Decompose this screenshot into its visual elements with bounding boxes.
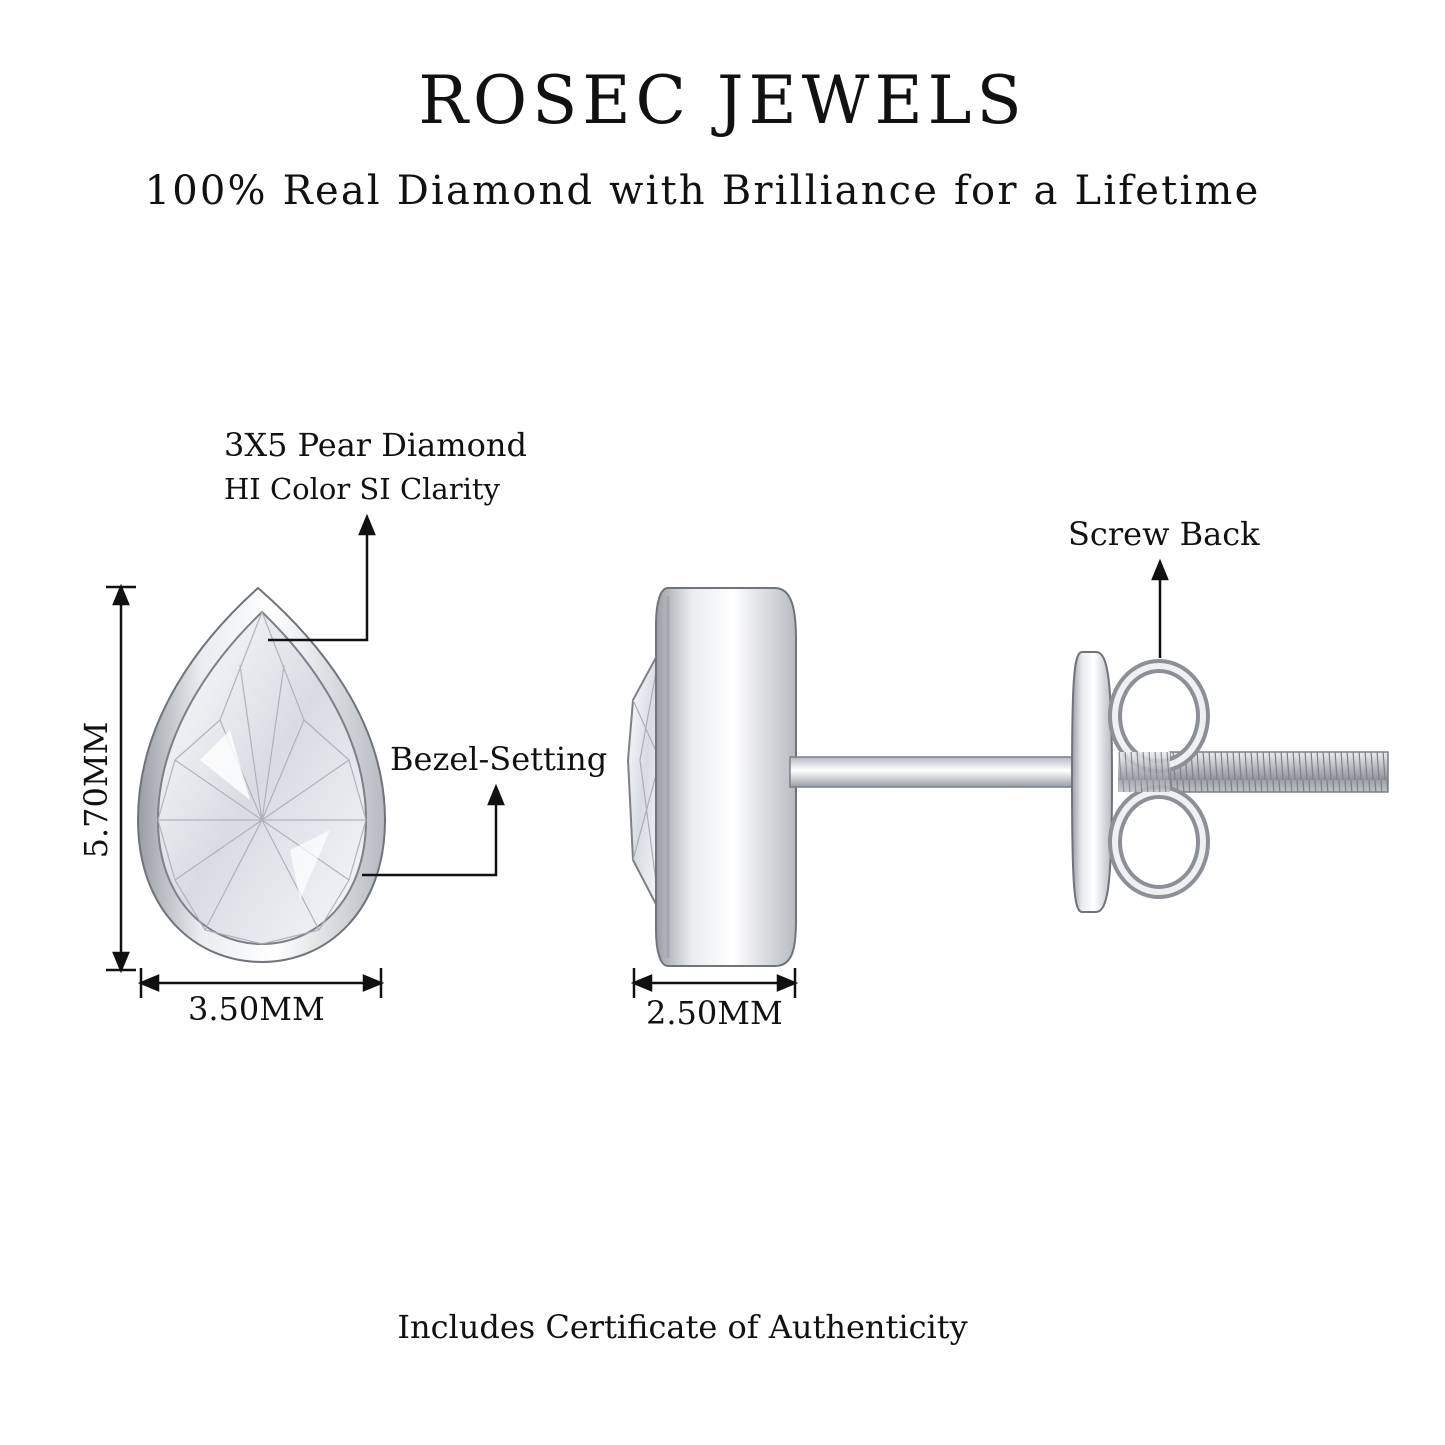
certificate-note: Includes Certificate of Authenticity xyxy=(397,1308,968,1346)
earring-side-view xyxy=(626,587,1389,967)
screw-back-leader-line xyxy=(1151,558,1169,658)
pear-diamond xyxy=(156,610,368,946)
width-dimension-label: 3.50MM xyxy=(188,990,325,1028)
height-dimension-label: 5.70MM xyxy=(77,721,115,859)
tagline: 100% Real Diamond with Brilliance for a … xyxy=(144,168,1261,214)
stone-label-line1: 3X5 Pear Diamond xyxy=(224,426,527,464)
depth-dimension-line xyxy=(630,968,799,998)
screw-back-label: Screw Back xyxy=(1068,515,1260,553)
screw-threads xyxy=(1169,751,1389,793)
earring-post xyxy=(789,756,1091,788)
bezel-label: Bezel-Setting xyxy=(390,740,608,778)
width-dimension-line xyxy=(137,968,385,998)
side-bezel xyxy=(655,587,797,967)
brand-title: ROSEC JEWELS xyxy=(418,62,1027,139)
pear-earring-front-view xyxy=(136,586,387,964)
height-dimension-line xyxy=(106,583,136,974)
screw-back-disc xyxy=(1070,651,1114,913)
stone-leader-line xyxy=(268,513,376,642)
depth-dimension-label: 2.50MM xyxy=(646,994,783,1032)
stone-label-line2: HI Color SI Clarity xyxy=(224,472,500,506)
bezel-leader-line xyxy=(362,783,505,877)
